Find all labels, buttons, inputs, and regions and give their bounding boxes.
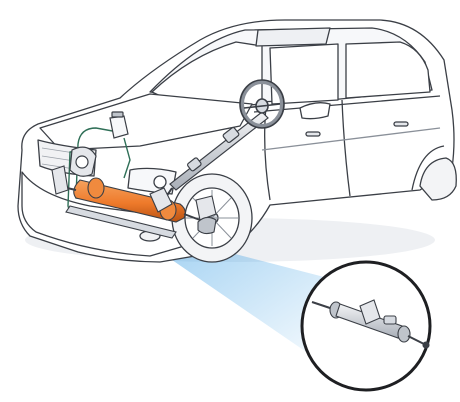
inset-tie-rod-end xyxy=(422,341,430,349)
caliper xyxy=(197,216,217,235)
fluid-line-1 xyxy=(75,127,119,201)
sunroof xyxy=(255,27,331,47)
power-steering-pump xyxy=(69,146,97,177)
side-mirror xyxy=(299,102,331,120)
column-joint-upper xyxy=(222,126,240,144)
knuckle-body xyxy=(195,195,217,221)
left-knuckle-body xyxy=(51,165,69,195)
cross-member xyxy=(65,205,177,239)
door-seam-rear xyxy=(341,99,351,197)
inset-pinion-housing xyxy=(359,299,381,325)
inset-tie-rod-right xyxy=(407,335,425,345)
tie-rod-right xyxy=(183,213,201,221)
door-handle-front xyxy=(305,131,321,137)
door-handle-rear xyxy=(393,121,409,127)
windshield xyxy=(151,41,263,111)
headlight-lens xyxy=(153,175,167,189)
steering-wheel-rim-outline xyxy=(239,79,285,129)
inset-rack-assembly xyxy=(311,299,430,349)
fluid-line-2 xyxy=(123,137,131,179)
rear-tire xyxy=(419,157,457,201)
rack-and-pinion xyxy=(57,177,201,239)
rear-door-window xyxy=(345,41,431,99)
rack-boot-left xyxy=(87,177,105,199)
column-joint-lower xyxy=(187,157,202,172)
steering-wheel-spoke xyxy=(243,103,281,109)
side-crease xyxy=(261,127,441,151)
front-knuckle xyxy=(195,195,217,235)
rear-wheel xyxy=(419,157,457,201)
reservoir-cap xyxy=(111,111,124,118)
belt-line xyxy=(253,95,441,113)
callout-beam xyxy=(140,232,328,360)
steering-wheel-rim xyxy=(240,80,284,128)
left-knuckle xyxy=(51,165,69,195)
pump-pulley xyxy=(75,155,89,169)
steering-wheel xyxy=(239,79,285,129)
pinion-housing xyxy=(149,187,173,213)
inset-boot-right xyxy=(397,325,411,343)
inset-callout xyxy=(300,260,432,392)
inset-tie-rod-left xyxy=(311,301,331,309)
rear-wheel-arch xyxy=(411,145,445,191)
fluid-reservoir xyxy=(109,111,129,139)
inset-valve-body xyxy=(383,315,397,325)
